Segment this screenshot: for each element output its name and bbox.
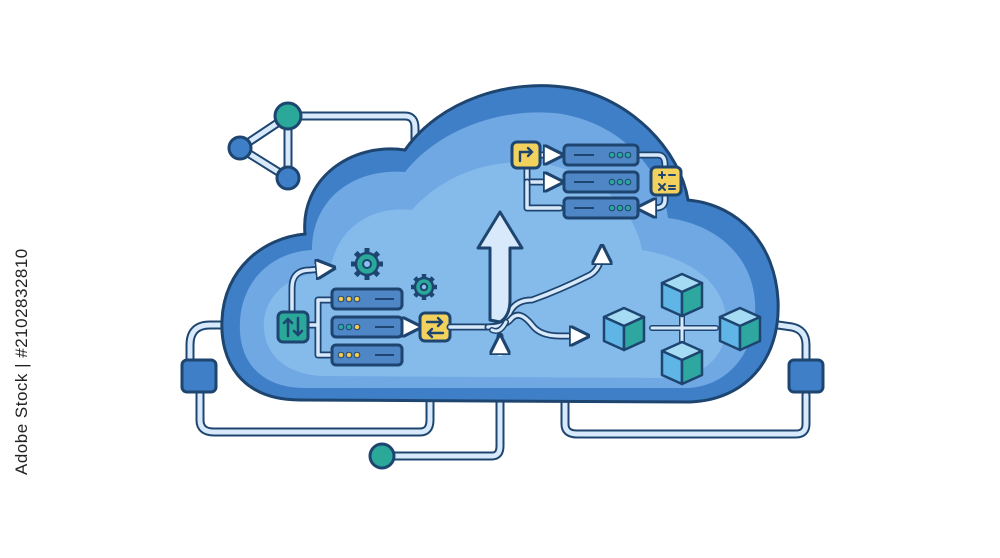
share-nodes-icon: [227, 101, 303, 191]
upload-arrow: [476, 210, 524, 324]
blockchain-cubes-icon: [602, 272, 762, 386]
right-connector: [787, 358, 825, 394]
left-connector: [180, 358, 218, 394]
left-server-stack: [330, 287, 404, 367]
bottom-node: [368, 442, 396, 470]
cube: [660, 340, 704, 386]
server-unit: [562, 143, 640, 167]
server-unit: [330, 287, 404, 311]
central-flow: [446, 248, 602, 354]
gear-icon: [351, 248, 383, 280]
server-unit: [330, 315, 404, 339]
server-unit: [562, 170, 640, 194]
server-unit: [330, 343, 404, 367]
up-down-arrows-icon: [276, 310, 310, 344]
cube: [718, 306, 762, 352]
sync-arrow-icon: [510, 140, 542, 170]
swap-arrows-icon: [418, 311, 452, 343]
outer-connections: [185, 111, 811, 461]
left-service-group: [288, 268, 418, 359]
top-right-flow: [523, 155, 669, 208]
cube: [660, 272, 704, 318]
calculator-icon: [649, 165, 683, 197]
server-unit: [562, 196, 640, 220]
gear-icon: [411, 274, 437, 300]
top-right-server-stack: [562, 143, 640, 220]
cube: [602, 306, 646, 352]
